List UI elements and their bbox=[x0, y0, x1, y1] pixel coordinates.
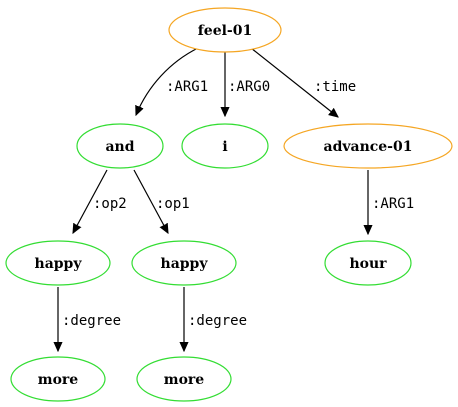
edge-label: :ARG1 bbox=[372, 196, 414, 212]
edge-label: :ARG1 bbox=[166, 79, 208, 95]
node-label: i bbox=[222, 139, 227, 155]
node-and: and bbox=[76, 123, 164, 169]
edge-happy-right-more: :degree bbox=[184, 287, 247, 351]
node-label: advance-01 bbox=[324, 139, 413, 155]
node-label: hour bbox=[349, 256, 387, 272]
edge-feel-advance: :time bbox=[250, 47, 356, 117]
edge-and-happy-left: :op2 bbox=[73, 169, 127, 233]
node-advance-01: advance-01 bbox=[283, 123, 453, 169]
edge-label: :op1 bbox=[156, 196, 190, 212]
edge-label: :op2 bbox=[93, 196, 127, 212]
edge-feel-i: :ARG0 bbox=[225, 52, 270, 116]
node-i: i bbox=[181, 123, 269, 169]
edge-label: :degree bbox=[188, 313, 247, 329]
node-more-right: more bbox=[136, 356, 232, 402]
node-label: more bbox=[164, 372, 205, 388]
node-label: happy bbox=[35, 256, 83, 272]
node-label: happy bbox=[161, 256, 209, 272]
node-label: more bbox=[38, 372, 79, 388]
node-hour: hour bbox=[324, 240, 412, 286]
node-happy-left: happy bbox=[5, 240, 111, 286]
node-happy-right: happy bbox=[131, 240, 237, 286]
edge-advance-hour: :ARG1 bbox=[368, 170, 414, 234]
node-more-left: more bbox=[10, 356, 106, 402]
edge-happy-left-more: :degree bbox=[58, 287, 121, 351]
node-label: feel-01 bbox=[198, 23, 252, 39]
edge-label: :degree bbox=[62, 313, 121, 329]
edge-label: :time bbox=[314, 79, 356, 95]
node-feel-01: feel-01 bbox=[168, 7, 282, 53]
edge-feel-and: :ARG1 bbox=[136, 47, 208, 115]
edge-label: :ARG0 bbox=[228, 79, 270, 95]
node-label: and bbox=[105, 139, 134, 155]
edge-and-happy-right: :op1 bbox=[133, 169, 190, 233]
